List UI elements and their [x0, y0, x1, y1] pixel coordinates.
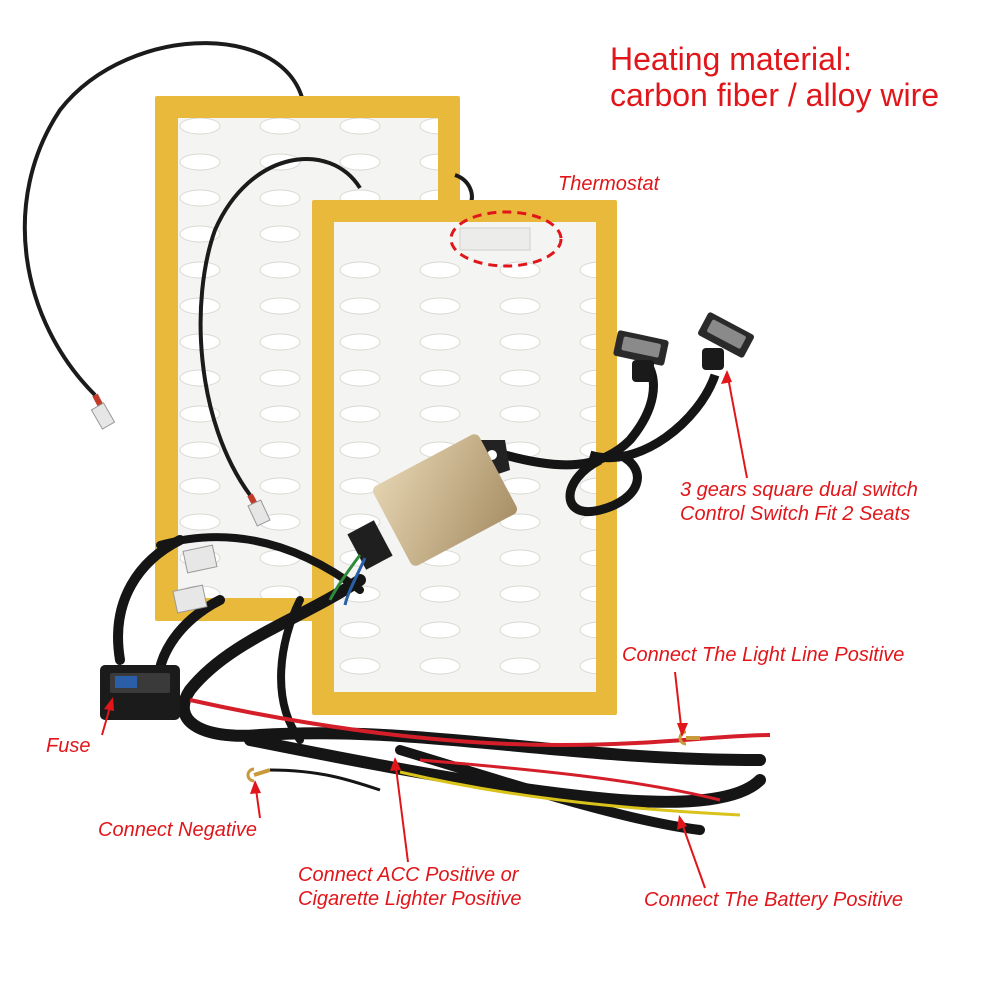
front-pad-terminal	[247, 499, 271, 527]
back-pad-terminal	[90, 402, 116, 430]
back-pad-lead-wire	[22, 41, 307, 397]
battery-label: Connect The Battery Positive	[644, 889, 904, 911]
heading-line-1: Heating material:	[610, 41, 852, 77]
switch-cable-loop	[565, 450, 642, 516]
thermostat-marker	[449, 210, 563, 268]
negative-terminal	[246, 767, 271, 783]
switch-cable-2	[588, 373, 720, 463]
yellow-wire	[399, 770, 741, 817]
light-line-label: Connect The Light Line Positive	[622, 644, 905, 666]
acc-label-line-2: Cigarette Lighter Positive	[298, 888, 522, 910]
switch-left	[613, 330, 669, 382]
red-wire-2	[419, 758, 721, 802]
acc-label-line-1: Connect ACC Positive or	[298, 864, 519, 886]
light-line-terminal	[678, 730, 700, 746]
negative-wire	[269, 768, 381, 792]
fuse-label: Fuse	[46, 735, 91, 757]
thermostat-label: Thermostat	[558, 173, 660, 195]
leader-arrowheads	[104, 370, 732, 830]
pad-connectors	[172, 544, 218, 614]
switch-cable	[503, 357, 658, 470]
switch-label-line-1: 3 gears square dual switch	[680, 479, 918, 501]
negative-label: Connect Negative	[98, 819, 257, 841]
heading-line-2: carbon fiber / alloy wire	[610, 77, 940, 113]
switch-label-line-2: Control Switch Fit 2 Seats	[680, 503, 911, 525]
controller-module	[328, 434, 517, 606]
switch-right	[697, 312, 755, 370]
front-pad-lead-wire	[198, 157, 362, 497]
fuse-holder	[100, 665, 180, 720]
red-wire	[189, 698, 771, 748]
